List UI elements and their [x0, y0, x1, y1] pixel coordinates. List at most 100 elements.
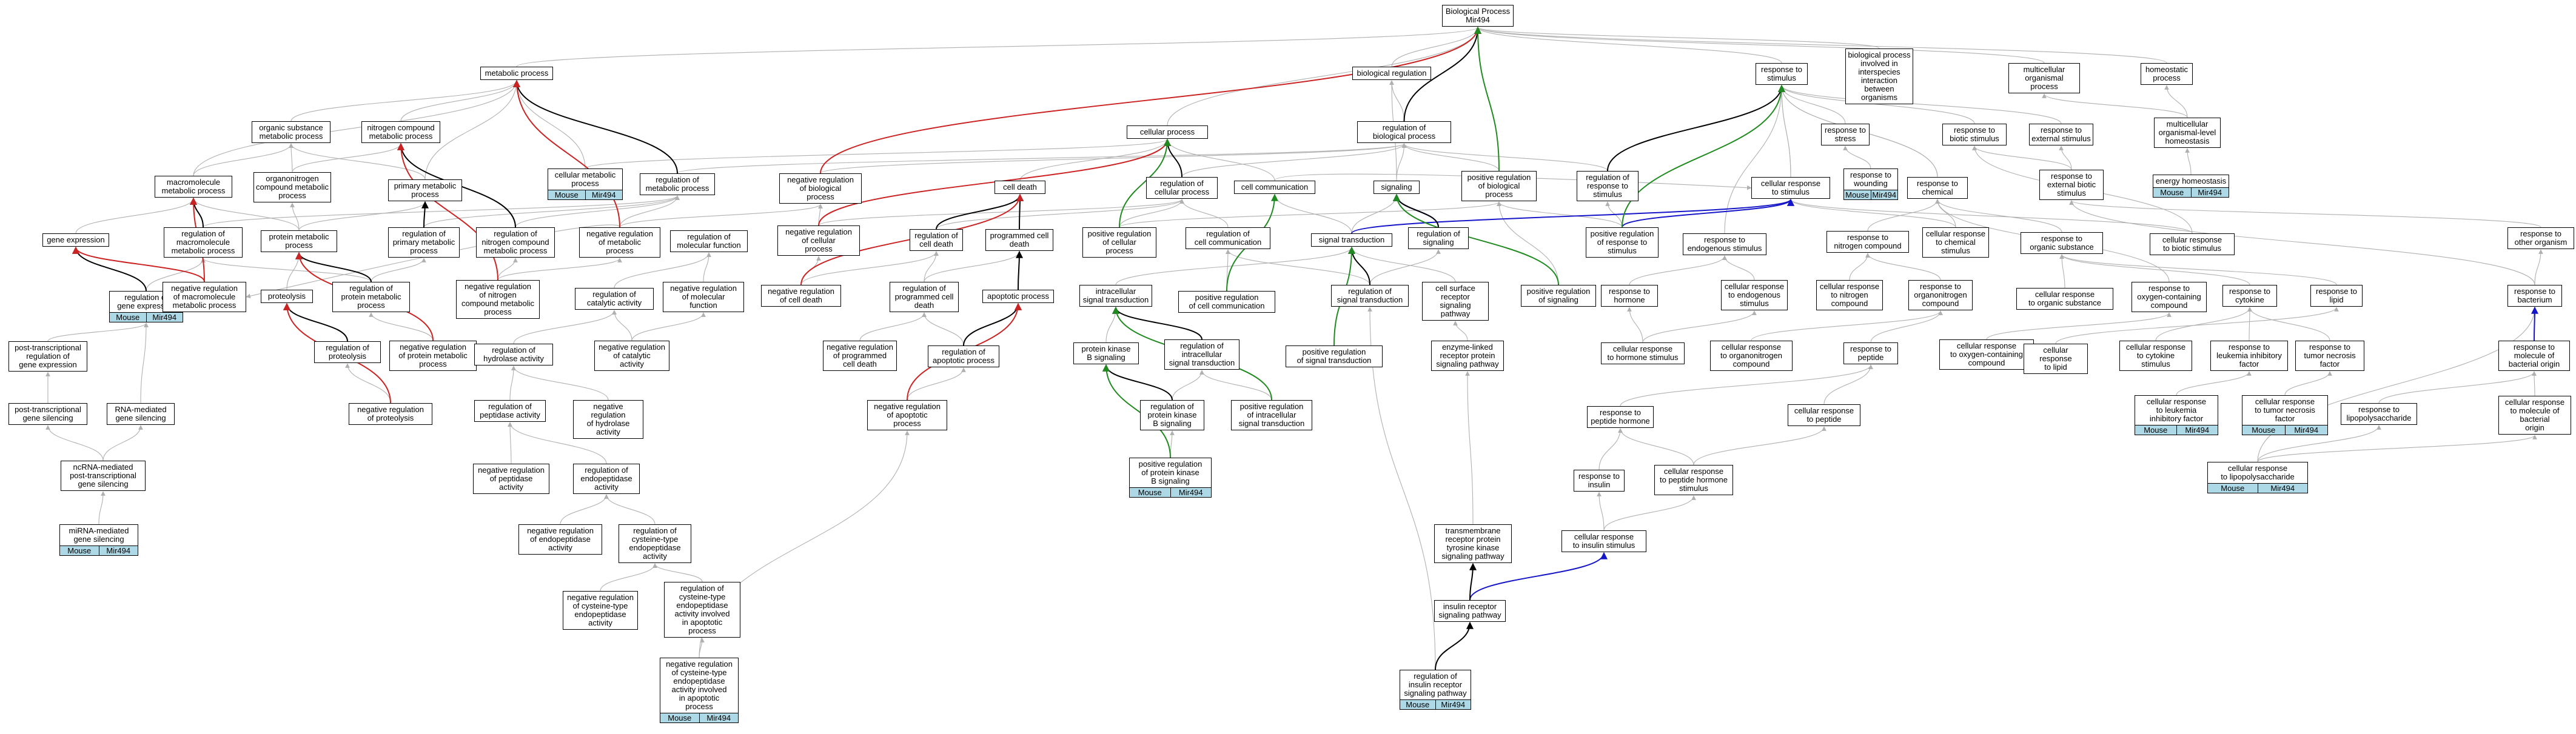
go-term-node[interactable]: regulation of protein metabolic process [332, 282, 410, 312]
go-term-node[interactable]: negative regulation of biological proces… [779, 173, 862, 204]
go-term-node[interactable]: regulation of cellular process [1146, 177, 1218, 199]
go-term-node[interactable]: negative regulation of catalytic activit… [594, 341, 669, 371]
go-term-node[interactable]: response to molecule of bacterial origin [2498, 341, 2570, 371]
go-term-node[interactable]: negative regulation of proteolysis [349, 403, 432, 425]
go-term-node[interactable]: response to stress [1821, 124, 1870, 145]
go-term-node[interactable]: regulation of hydrolase activity [474, 344, 553, 365]
go-term-node[interactable]: Biological Process Mir494 [1442, 5, 1514, 27]
go-term-node[interactable]: cellular response to endogenous stimulus [1721, 280, 1788, 310]
go-term-node[interactable]: metabolic process [480, 67, 553, 80]
go-term-node[interactable]: negative regulation of macromolecule met… [163, 282, 246, 312]
go-term-node[interactable]: negative regulation of metabolic process [579, 227, 660, 258]
go-term-node[interactable]: negative regulation of cysteine-type end… [660, 658, 739, 723]
go-term-node[interactable]: cell death [995, 181, 1045, 194]
go-term-node[interactable]: response to other organism [2507, 227, 2574, 249]
go-term-node[interactable]: cellular response to biotic stimulus [2150, 233, 2235, 255]
go-term-node[interactable]: biological regulation [1352, 67, 1431, 80]
go-term-node[interactable]: cellular response to peptide hormone sti… [1654, 465, 1733, 495]
go-term-node[interactable]: positive regulation of signaling [1521, 285, 1596, 307]
go-term-node[interactable]: regulation of biological process [1357, 121, 1451, 143]
go-term-node[interactable]: programmed cell death [985, 229, 1053, 251]
go-term-node[interactable]: response to nitrogen compound [1826, 231, 1909, 253]
go-term-node[interactable]: response to bacterium [2507, 285, 2562, 307]
go-term-node[interactable]: organonitrogen compound metabolic proces… [253, 172, 331, 202]
go-term-node[interactable]: ncRNA-mediated post-transcriptional gene… [61, 461, 146, 491]
go-term-node[interactable]: positive regulation of signal transducti… [1286, 345, 1383, 367]
go-term-node[interactable]: cellular response to lipid [2024, 344, 2088, 374]
go-term-node[interactable]: cellular response to peptide [1788, 404, 1860, 426]
go-term-node[interactable]: cellular response to molecule of bacteri… [2498, 396, 2571, 435]
go-term-node[interactable]: multicellular organismal process [2008, 63, 2080, 93]
go-term-node[interactable]: cellular response to organonitrogen comp… [1710, 341, 1793, 371]
go-term-node[interactable]: regulation of insulin receptor signaling… [1400, 670, 1471, 710]
go-term-node[interactable]: cellular response to tumor necrosis fact… [2242, 395, 2328, 435]
go-term-node[interactable]: negative regulation of endopeptidase act… [518, 524, 602, 555]
go-term-node[interactable]: regulation of peptidase activity [474, 400, 546, 422]
go-term-node[interactable]: negative regulation of cellular process [777, 225, 860, 256]
go-term-node[interactable]: response to insulin [1574, 470, 1625, 492]
go-term-node[interactable]: cellular response to insulin stimulus [1561, 530, 1646, 552]
go-term-node[interactable]: regulation of programmed cell death [890, 282, 959, 312]
go-term-node[interactable]: regulation of signal transduction [1331, 285, 1409, 307]
go-term-node[interactable]: response to tumor necrosis factor [2295, 341, 2364, 371]
go-term-node[interactable]: regulation of cysteine-type endopeptidas… [619, 524, 691, 563]
go-term-node[interactable]: regulation of nitrogen compound metaboli… [476, 227, 555, 258]
go-term-node[interactable]: response to organic substance [2021, 232, 2103, 254]
go-term-node[interactable]: positive regulation of cell communicatio… [1178, 291, 1275, 313]
go-term-node[interactable]: intracellular signal transduction [1079, 285, 1152, 307]
go-term-node[interactable]: negative regulation of apoptotic process [867, 400, 947, 430]
go-term-node[interactable]: negative regulation of nitrogen compound… [456, 280, 540, 319]
go-term-node[interactable]: response to hormone [1601, 285, 1658, 307]
go-term-node[interactable]: regulation of primary metabolic process [388, 227, 460, 258]
go-term-node[interactable]: negative regulation of hydrolase activit… [573, 400, 643, 439]
go-term-node[interactable]: homeostatic process [2141, 63, 2193, 85]
go-term-node[interactable]: nitrogen compound metabolic process [361, 121, 440, 143]
go-term-node[interactable]: signal transduction [1311, 233, 1392, 247]
go-term-node[interactable]: cellular response to leukemia inhibitory… [2135, 395, 2218, 435]
go-term-node[interactable]: regulation of cell communication [1186, 227, 1270, 249]
go-term-node[interactable]: negative regulation of molecular functio… [663, 282, 744, 312]
go-term-node[interactable]: response to lipopolysaccharide [2341, 403, 2417, 425]
go-term-node[interactable]: positive regulation of protein kinase B … [1129, 458, 1212, 498]
go-term-node[interactable]: insulin receptor signaling pathway [1434, 600, 1506, 622]
go-term-node[interactable]: negative regulation of programmed cell d… [823, 341, 897, 371]
go-term-node[interactable]: cell surface receptor signaling pathway [1422, 282, 1489, 321]
go-term-node[interactable]: regulation of response to stimulus [1577, 171, 1639, 201]
go-term-node[interactable]: regulation of signaling [1408, 227, 1469, 249]
go-term-node[interactable]: response to endogenous stimulus [1683, 233, 1766, 255]
go-term-node[interactable]: positive regulation of cellular process [1082, 227, 1156, 258]
go-term-node[interactable]: multicellular organismal-level homeostas… [2154, 118, 2221, 148]
go-term-node[interactable]: cellular response to organic substance [2016, 288, 2113, 310]
go-term-node[interactable]: regulation of intracellular signal trans… [1164, 339, 1239, 370]
go-term-node[interactable]: negative regulation of protein metabolic… [389, 341, 477, 371]
go-term-node[interactable]: response to organonitrogen compound [1908, 280, 1973, 310]
go-term-node[interactable]: regulation of protein kinase B signaling [1140, 400, 1204, 430]
go-term-node[interactable]: macromolecule metabolic process [155, 176, 232, 198]
go-term-node[interactable]: response to peptide hormone [1587, 406, 1654, 428]
go-term-node[interactable]: regulation of cysteine-type endopeptidas… [664, 582, 740, 638]
go-term-node[interactable]: response to cytokine [2222, 285, 2277, 307]
go-term-node[interactable]: regulation of proteolysis [314, 341, 381, 363]
go-term-node[interactable]: cellular process [1127, 125, 1208, 139]
go-term-node[interactable]: regulation of metabolic process [640, 173, 715, 195]
go-term-node[interactable]: positive regulation of response to stimu… [1586, 227, 1659, 258]
go-term-node[interactable]: regulation of catalytic activity [575, 288, 654, 310]
go-term-node[interactable]: organic substance metabolic process [252, 121, 330, 143]
go-term-node[interactable]: primary metabolic process [388, 179, 462, 201]
go-term-node[interactable]: biological process involved in interspec… [1845, 48, 1913, 104]
go-term-node[interactable]: response to chemical [1907, 177, 1968, 199]
go-term-node[interactable]: regulation of molecular function [670, 230, 748, 252]
go-term-node[interactable]: positive regulation of intracellular sig… [1231, 400, 1312, 430]
go-term-node[interactable]: response to oxygen-containing compound [2132, 282, 2207, 312]
go-term-node[interactable]: protein metabolic process [261, 230, 337, 252]
go-term-node[interactable]: apoptotic process [982, 290, 1054, 303]
go-term-node[interactable]: post-transcriptional gene silencing [8, 403, 87, 425]
go-term-node[interactable]: gene expression [42, 233, 109, 247]
go-term-node[interactable]: cellular response to cytokine stimulus [2119, 341, 2192, 371]
go-term-node[interactable]: response to lipid [2310, 285, 2363, 307]
